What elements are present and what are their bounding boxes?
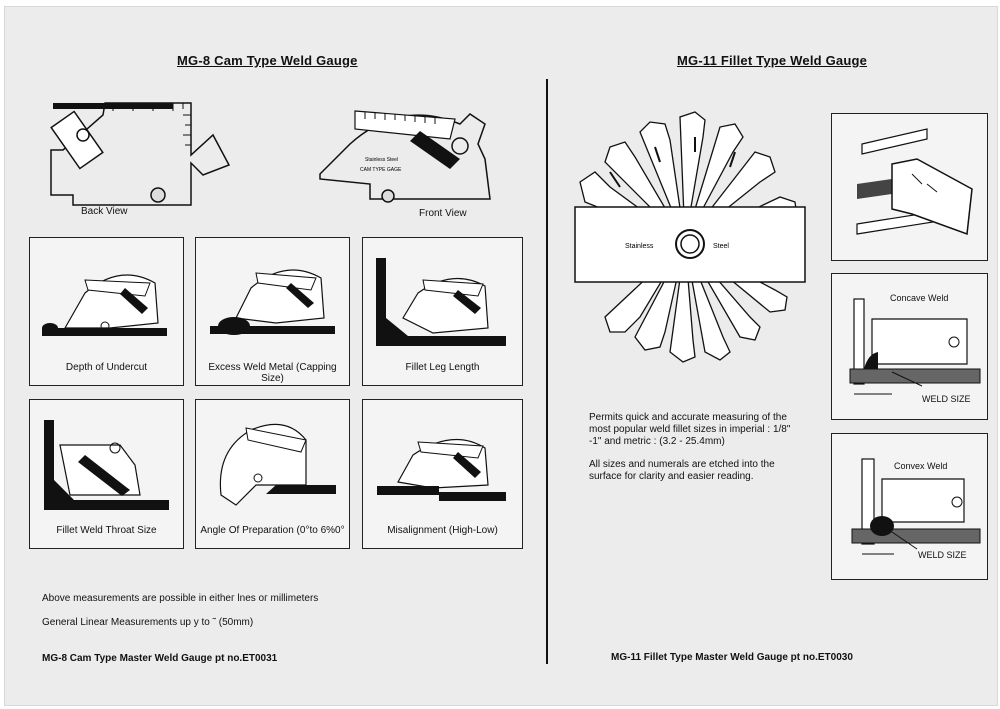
panel-misalignment: Misalignment (High-Low) [362,399,523,549]
gauge-closeup-box [831,113,988,261]
panel-caption: Misalignment (High-Low) [387,525,498,536]
svg-text:CAM TYPE GAGE: CAM TYPE GAGE [360,167,402,173]
mg8-footer: MG-8 Cam Type Master Weld Gauge pt no.ET… [42,653,278,664]
panel-angle-prep: Angle Of Preparation (0°to 6%0° [195,399,350,549]
mg11-description: Permits quick and accurate measuring of … [589,412,791,447]
svg-text:Stainless Steel: Stainless Steel [365,157,398,163]
weld-size-label: WELD SIZE [918,550,967,560]
panel-excess-weld: Excess Weld Metal (Capping Size) [195,237,350,386]
fillet-gauge-fan-drawing: Stainless Steel [574,111,806,363]
convex-weld-box: Convex Weld WELD SIZE [831,433,988,580]
concave-weld-box: Concave Weld WELD SIZE [831,273,988,420]
panel-caption: Fillet Leg Length [405,362,480,373]
panel-caption: Angle Of Preparation (0°to 6%0° [200,525,345,536]
fan-label-steel: Steel [713,243,729,250]
front-view-drawing: Stainless Steel CAM TYPE GAGE [319,110,491,203]
panel-fillet-leg: Fillet Leg Length [362,237,523,386]
concave-weld-label: Concave Weld [890,293,949,303]
brochure-page: MG-8 Cam Type Weld Gauge Back View [4,6,998,706]
panel-caption: Fillet Weld Throat Size [56,525,157,536]
mg11-etched-note: All sizes and numerals are etched into t… [589,459,775,482]
panel-caption: Excess Weld Metal (Capping Size) [208,362,337,384]
mg8-title: MG-8 Cam Type Weld Gauge [177,53,358,68]
panel-fillet-throat: Fillet Weld Throat Size [29,399,184,549]
mg11-footer: MG-11 Fillet Type Master Weld Gauge pt n… [611,652,853,663]
back-view-drawing [50,102,231,206]
mg11-title: MG-11 Fillet Type Weld Gauge [677,53,868,68]
note-units: Above measurements are possible in eithe… [42,593,319,604]
weld-size-label: WELD SIZE [922,394,971,404]
fan-label-stainless: Stainless [625,243,654,250]
convex-weld-label: Convex Weld [894,461,948,471]
panel-depth-undercut: Depth of Undercut [29,237,184,386]
back-view-caption: Back View [81,206,128,217]
front-view-caption: Front View [419,208,467,219]
panel-caption: Depth of Undercut [65,362,148,373]
note-linear: General Linear Measurements up у to ˜ (5… [42,617,254,628]
center-divider [546,79,548,664]
